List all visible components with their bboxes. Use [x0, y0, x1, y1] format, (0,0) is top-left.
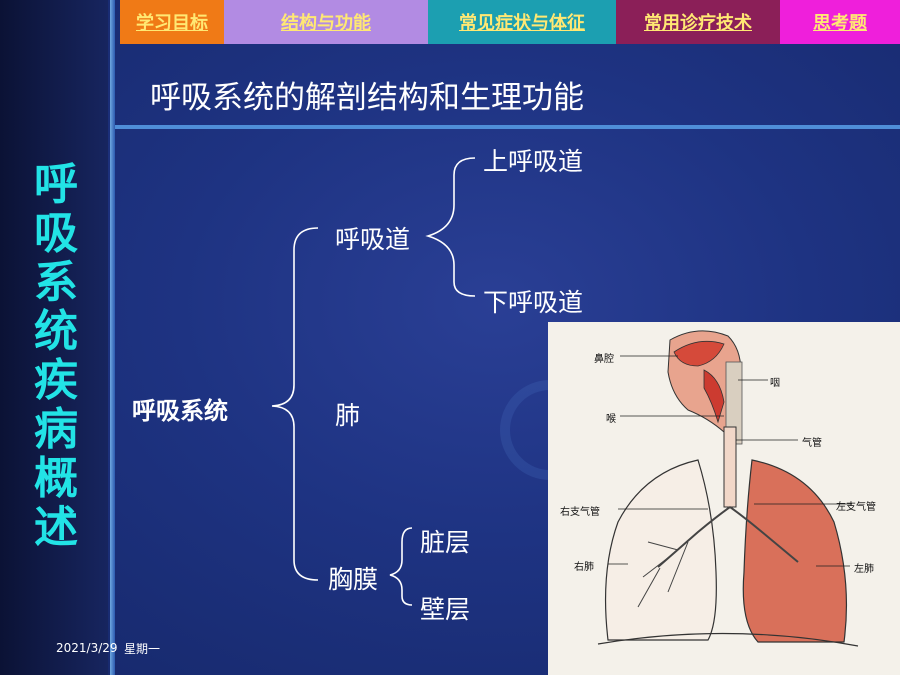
side-title-char: 系 [34, 257, 78, 308]
label-right-bronchus: 右支气管 [560, 507, 600, 518]
pleura-brace [389, 527, 413, 606]
side-title-char: 病 [34, 404, 78, 455]
tree-root: 呼吸系统 [132, 397, 228, 425]
heading-divider [115, 125, 900, 129]
label-pharynx: 咽 [770, 378, 780, 389]
respiratory-anatomy-figure: 鼻腔 咽 喉 气管 右支气管 左支气管 右肺 左肺 [548, 322, 900, 675]
tree-visceral-pleura: 脏层 [420, 528, 471, 557]
anatomy-illustration [597, 330, 859, 647]
tree-lung: 肺 [335, 401, 361, 430]
label-larynx: 喉 [606, 414, 616, 425]
label-nasal-cavity: 鼻腔 [594, 354, 614, 365]
airway-brace [425, 157, 476, 297]
side-title-char: 呼 [34, 159, 78, 210]
footer-weekday: 星期一 [124, 642, 161, 656]
footer-date: 2021/3/29 [56, 641, 118, 655]
tree-lower-airway: 下呼吸道 [483, 288, 584, 317]
side-title-char: 概 [34, 453, 78, 504]
sidebar-divider [110, 0, 115, 675]
label-left-lung: 左肺 [854, 564, 874, 575]
side-title-char: 统 [34, 306, 78, 357]
label-right-lung: 右肺 [574, 562, 594, 573]
tree-parietal-pleura: 壁层 [420, 595, 471, 624]
side-title-char: 述 [34, 502, 78, 553]
tree-airway: 呼吸道 [335, 225, 411, 254]
tab-review-questions[interactable]: 思考题 [780, 0, 900, 44]
tab-learning-goals[interactable]: 学习目标 [120, 0, 224, 44]
tab-symptoms-signs[interactable]: 常见症状与体征 [428, 0, 616, 44]
tree-pleura: 胸膜 [328, 565, 379, 594]
slide-heading: 呼吸系统的解剖结构和生理功能 [150, 80, 584, 116]
tab-diagnostic-techniques[interactable]: 常用诊疗技术 [616, 0, 780, 44]
nav-tabs: 学习目标 结构与功能 常见症状与体征 常用诊疗技术 思考题 [120, 0, 900, 44]
label-left-bronchus: 左支气管 [836, 502, 876, 513]
tab-structure-function[interactable]: 结构与功能 [224, 0, 428, 44]
label-trachea: 气管 [802, 438, 822, 449]
root-brace [271, 227, 319, 581]
side-title-char: 吸 [34, 208, 78, 259]
side-title: 呼 吸 系 统 疾 病 概 述 [28, 160, 84, 552]
left-sidebar [0, 0, 108, 675]
side-title-char: 疾 [34, 355, 78, 406]
tree-upper-airway: 上呼吸道 [483, 147, 584, 176]
